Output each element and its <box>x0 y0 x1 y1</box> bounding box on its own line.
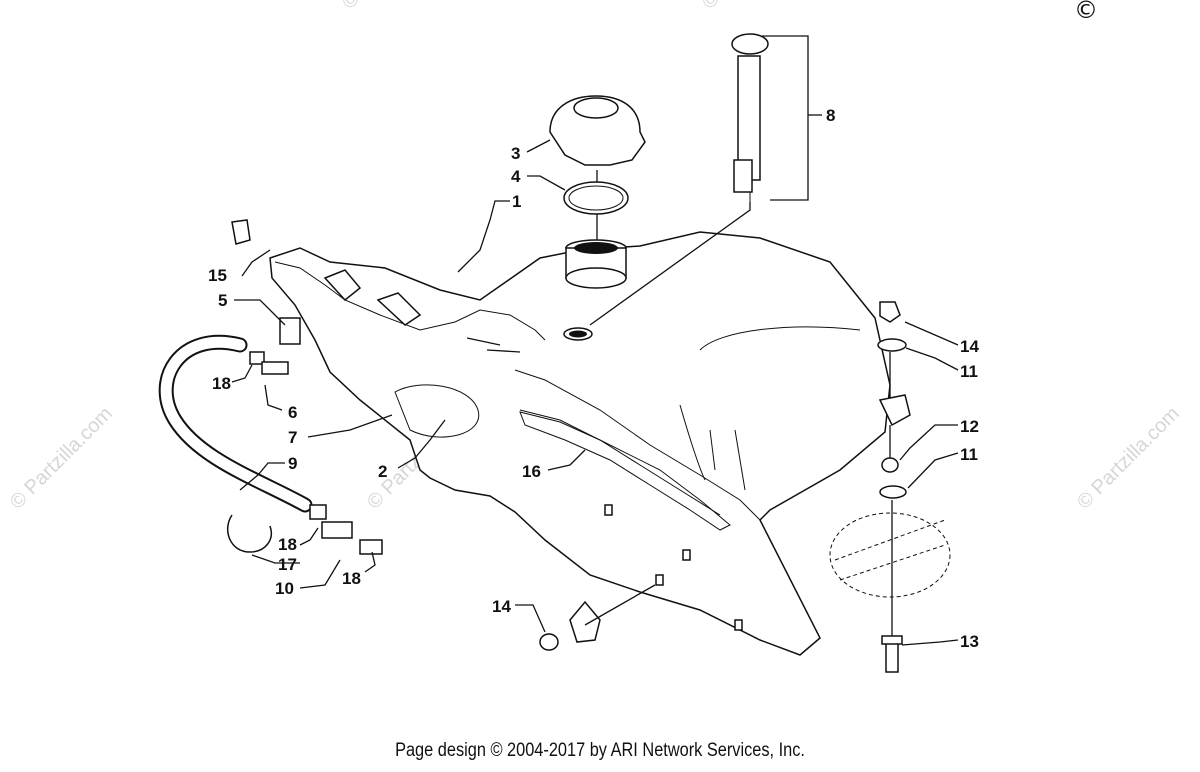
leader-lines <box>231 139 959 646</box>
cap-gasket[interactable] <box>563 181 629 215</box>
watermark: © Partzilla.com <box>338 0 449 14</box>
callout-13: 13 <box>960 632 979 651</box>
callout-2: 2 <box>378 462 387 481</box>
callout-18b: 18 <box>278 535 297 554</box>
callout-18c: 18 <box>342 569 361 588</box>
callout-11a: 11 <box>960 362 978 381</box>
callout-10: 10 <box>275 579 294 598</box>
callout-3: 3 <box>511 144 520 163</box>
callout-1: 1 <box>512 192 521 211</box>
callout-5: 5 <box>218 291 227 310</box>
callout-14a: 14 <box>960 337 979 356</box>
callout-6: 6 <box>288 403 297 422</box>
fuel-gauge-sender[interactable] <box>731 33 769 202</box>
mounting-plate <box>829 512 951 598</box>
callout-4: 4 <box>511 167 521 186</box>
page-footer: Page design © 2004-2017 by ARI Network S… <box>395 740 805 761</box>
callout-9: 9 <box>288 454 297 473</box>
callout-11b: 11 <box>960 445 978 464</box>
watermark: © Partzilla.com <box>698 0 809 14</box>
fuel-tank[interactable] <box>269 231 911 656</box>
fuel-cap[interactable] <box>549 95 646 166</box>
callout-18a: 18 <box>212 374 231 393</box>
callout-16: 16 <box>522 462 541 481</box>
callout-14b: 14 <box>492 597 511 616</box>
callout-15: 15 <box>208 266 227 285</box>
callout-12: 12 <box>960 417 979 436</box>
watermark: © Partzilla.com <box>1073 403 1184 514</box>
callout-7: 7 <box>288 428 297 447</box>
fittings[interactable] <box>227 219 907 673</box>
callout-17: 17 <box>278 555 297 574</box>
callout-labels: 1 2 3 4 5 6 7 8 9 10 11 11 12 13 14 14 1… <box>208 106 979 651</box>
watermark: © Partzilla.com <box>6 403 117 514</box>
callout-8: 8 <box>826 106 835 125</box>
copyright-mark: © <box>1074 0 1098 24</box>
